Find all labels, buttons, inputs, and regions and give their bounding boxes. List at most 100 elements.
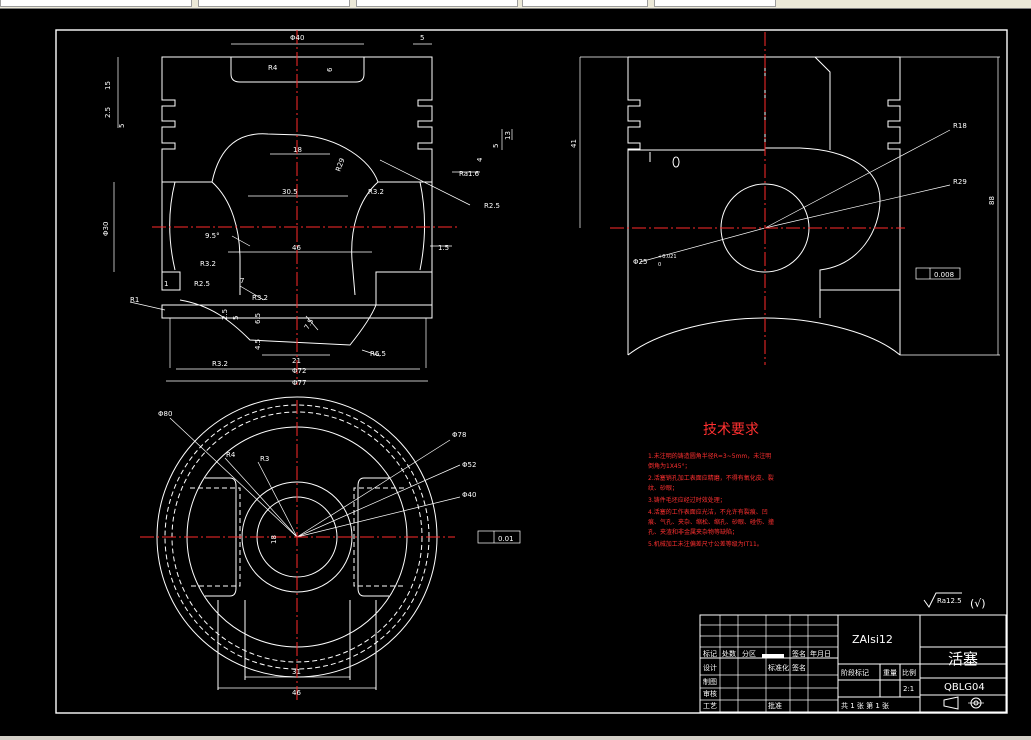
svg-text:13: 13 — [504, 131, 512, 140]
cad-drawing-canvas[interactable]: Φ40 5 R4 6 15 2.5 5 18 R29 30.5 R3.2 Ra1… — [0, 9, 1031, 736]
svg-text:3.铸件毛坯应经过时效处理；: 3.铸件毛坯应经过时效处理； — [648, 496, 726, 504]
svg-text:Φ80: Φ80 — [158, 410, 172, 418]
surface-roughness-note: Ra12.5 (√) — [923, 592, 986, 610]
svg-text:0: 0 — [658, 262, 661, 268]
svg-text:重量: 重量 — [883, 669, 897, 677]
svg-text:21: 21 — [292, 357, 301, 365]
projection-symbol-icon — [943, 696, 984, 710]
tab-fragment[interactable] — [0, 0, 192, 7]
svg-text:Φ77: Φ77 — [292, 379, 306, 387]
front-section-view: Φ40 5 R4 6 15 2.5 5 18 R29 30.5 R3.2 Ra1… — [102, 30, 513, 387]
svg-text:0.008: 0.008 — [934, 271, 954, 279]
svg-text:倒角为1X45°；: 倒角为1X45°； — [648, 462, 691, 470]
svg-text:Φ25: Φ25 — [633, 258, 647, 266]
svg-text:Φ40: Φ40 — [290, 34, 304, 42]
svg-text:18: 18 — [270, 535, 278, 544]
svg-text:6: 6 — [326, 67, 334, 72]
material-label: ZAlsi12 — [852, 633, 893, 646]
svg-text:R3: R3 — [260, 455, 269, 463]
svg-text:2.活塞销孔加工表面应精磨，不得有氧化皮、裂: 2.活塞销孔加工表面应精磨，不得有氧化皮、裂 — [648, 474, 774, 482]
svg-text:Ra1.6: Ra1.6 — [459, 170, 480, 178]
svg-text:18: 18 — [293, 146, 302, 154]
tab-fragment[interactable] — [356, 0, 518, 7]
svg-text:年月日: 年月日 — [810, 649, 831, 658]
svg-text:标记: 标记 — [703, 649, 717, 658]
svg-text:88: 88 — [988, 196, 996, 205]
svg-text:46: 46 — [292, 689, 301, 697]
svg-text:5: 5 — [492, 144, 500, 148]
svg-text:R4: R4 — [226, 451, 236, 459]
svg-text:30.5: 30.5 — [282, 188, 298, 196]
title-block: 标记 处数 分区 签名 年月日 设计 制图 审核 工艺 标准化 签名 批准 ZA… — [699, 614, 1007, 713]
svg-text:Ra12.5: Ra12.5 — [937, 597, 962, 605]
svg-text:R3.2: R3.2 — [200, 260, 216, 268]
svg-text:痕、气孔、夹杂、缩松、缩孔、砂眼、碰伤、撞: 痕、气孔、夹杂、缩松、缩孔、砂眼、碰伤、撞 — [648, 518, 774, 526]
svg-text:4.5: 4.5 — [254, 339, 262, 350]
svg-text:5: 5 — [420, 34, 424, 42]
svg-text:R18: R18 — [953, 122, 967, 130]
svg-text:15: 15 — [104, 81, 112, 90]
svg-text:标准化: 标准化 — [768, 663, 789, 672]
svg-text:5.机械加工未注偏差尺寸公差等级为IT11。: 5.机械加工未注偏差尺寸公差等级为IT11。 — [648, 540, 763, 548]
drawing-frame — [55, 29, 1008, 714]
technical-requirements: 技术要求 1.未注明的铸造圆角半径R=3~5mm，未注明 倒角为1X45°； 2… — [648, 422, 774, 548]
part-name: 活塞 — [948, 650, 978, 668]
svg-text:处数: 处数 — [722, 649, 736, 658]
tech-requirements-title: 技术要求 — [703, 422, 759, 438]
svg-text:工艺: 工艺 — [703, 702, 717, 710]
svg-text:1: 1 — [164, 280, 168, 288]
svg-text:5: 5 — [232, 316, 240, 320]
svg-text:31: 31 — [292, 668, 301, 676]
svg-text:4: 4 — [476, 157, 484, 162]
tab-fragment[interactable] — [654, 0, 776, 7]
side-half-section-view: R18 R29 41 88 Φ25 +0.021 0 0.008 — [570, 32, 1000, 365]
svg-text:46: 46 — [292, 244, 301, 252]
top-view: Φ80 R4 R3 Φ78 Φ52 Φ40 18 0.01 31 46 — [140, 396, 521, 700]
svg-text:Φ40: Φ40 — [462, 491, 476, 499]
svg-text:R1: R1 — [130, 296, 139, 304]
svg-text:0.01: 0.01 — [498, 535, 514, 543]
svg-text:+0.021: +0.021 — [658, 254, 677, 260]
tab-fragment[interactable] — [198, 0, 350, 7]
svg-text:审核: 审核 — [703, 689, 717, 698]
svg-text:7: 7 — [240, 277, 244, 285]
svg-text:9.5°: 9.5° — [205, 232, 220, 240]
svg-text:R6.5: R6.5 — [370, 350, 386, 358]
window-top-toolbar — [0, 0, 1031, 9]
svg-text:2:1: 2:1 — [903, 685, 914, 693]
svg-text:4.活塞的工作表面应光洁，不允许有裂痕、凹: 4.活塞的工作表面应光洁，不允许有裂痕、凹 — [648, 508, 768, 516]
svg-text:R2.5: R2.5 — [484, 202, 500, 210]
svg-text:R2.5: R2.5 — [194, 280, 210, 288]
svg-text:Φ72: Φ72 — [292, 367, 306, 375]
svg-text:R29: R29 — [334, 157, 346, 173]
svg-text:批准: 批准 — [768, 701, 782, 710]
svg-text:孔、夹渣和非金属夹杂物等缺陷；: 孔、夹渣和非金属夹杂物等缺陷； — [648, 528, 738, 536]
tab-fragment[interactable] — [522, 0, 648, 7]
drawing-number: QBLG04 — [944, 682, 985, 693]
svg-text:2.5: 2.5 — [104, 107, 112, 118]
svg-text:R4: R4 — [268, 64, 278, 72]
svg-text:41: 41 — [570, 139, 578, 148]
svg-text:2.5: 2.5 — [221, 309, 229, 320]
svg-text:Φ52: Φ52 — [462, 461, 476, 469]
svg-text:共 1 张 第 1 张: 共 1 张 第 1 张 — [841, 701, 889, 710]
svg-text:1.未注明的铸造圆角半径R=3~5mm，未注明: 1.未注明的铸造圆角半径R=3~5mm，未注明 — [648, 452, 771, 460]
svg-text:阶段标记: 阶段标记 — [841, 668, 869, 677]
svg-text:R3.2: R3.2 — [252, 294, 268, 302]
svg-text:纹、砂眼；: 纹、砂眼； — [648, 484, 678, 492]
svg-text:比例: 比例 — [902, 668, 916, 677]
svg-text:制图: 制图 — [703, 677, 717, 686]
svg-text:设计: 设计 — [703, 663, 717, 672]
engineering-drawing: Φ40 5 R4 6 15 2.5 5 18 R29 30.5 R3.2 Ra1… — [55, 29, 1008, 714]
svg-text:Φ30: Φ30 — [102, 222, 110, 236]
svg-text:R29: R29 — [953, 178, 967, 186]
svg-text:R3.2: R3.2 — [212, 360, 228, 368]
svg-text:R3.2: R3.2 — [368, 188, 384, 196]
svg-text:6.5: 6.5 — [254, 313, 262, 324]
svg-text:(√): (√) — [970, 597, 986, 610]
svg-text:1.5: 1.5 — [438, 244, 449, 252]
svg-text:5: 5 — [118, 124, 126, 128]
svg-text:分区: 分区 — [742, 649, 756, 658]
svg-text:7.5: 7.5 — [303, 317, 315, 331]
svg-text:签名: 签名 — [792, 663, 806, 672]
